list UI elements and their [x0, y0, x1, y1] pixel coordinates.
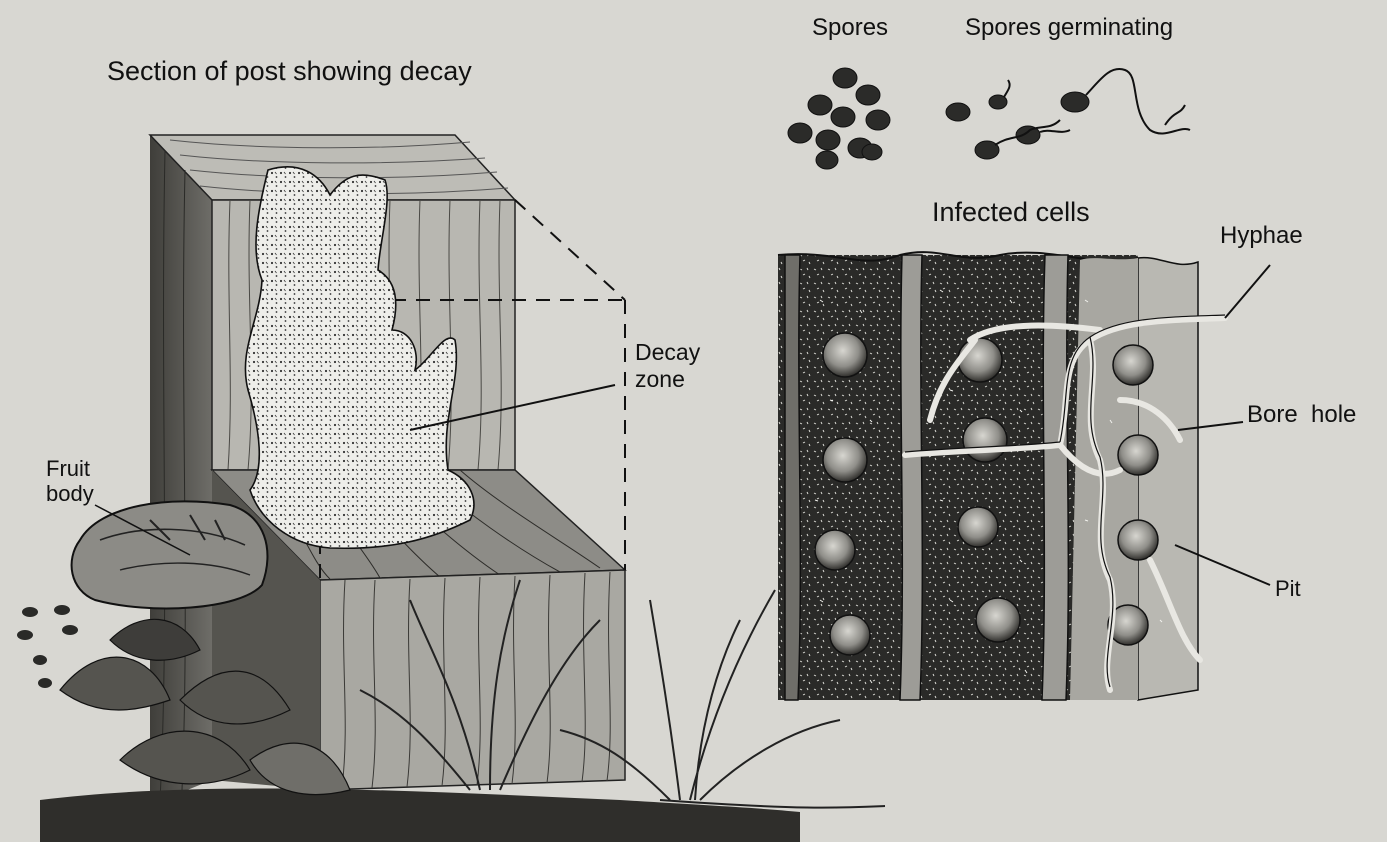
infected-cells-label: Infected cells: [932, 197, 1090, 228]
fruit-body-label-line1: Fruit: [46, 456, 94, 481]
spores-label: Spores: [812, 14, 888, 42]
spores-germinating-label: Spores germinating: [965, 14, 1173, 42]
decay-zone-label: Decay zone: [635, 339, 700, 393]
germinating-spores: [946, 69, 1190, 159]
spores-cluster: [788, 68, 890, 169]
hyphae-label: Hyphae: [1220, 222, 1303, 250]
ground: [40, 788, 800, 842]
fruit-body-label: Fruit body: [46, 456, 94, 506]
hyphae-leader-line: [1225, 265, 1270, 318]
fruit-body: [72, 501, 268, 608]
post-section: [17, 135, 885, 842]
bore-hole-label: Bore hole: [1247, 401, 1356, 429]
decay-zone-label-line1: Decay: [635, 339, 700, 366]
decay-zone-label-line2: zone: [635, 366, 700, 393]
falling-spores: [17, 605, 78, 688]
infected-cells-panel: [778, 252, 1270, 700]
post-top-face: [150, 135, 515, 200]
pit-label: Pit: [1275, 576, 1301, 601]
fruit-body-label-line2: body: [46, 481, 94, 506]
section-title: Section of post showing decay: [107, 56, 472, 87]
